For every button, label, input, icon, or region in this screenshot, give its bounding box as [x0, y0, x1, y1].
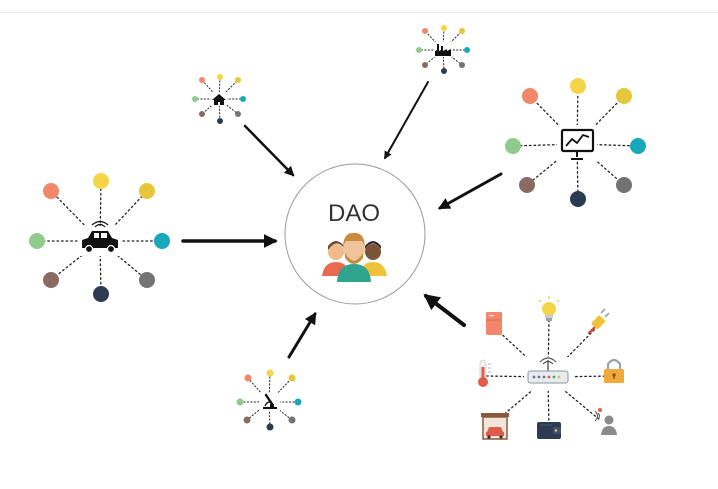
padlock-icon — [604, 358, 624, 383]
presentation-chart-icon — [560, 128, 595, 160]
wifi-router-icon — [527, 357, 569, 384]
node-green — [29, 233, 45, 249]
hub-analytics — [505, 78, 646, 207]
hub-lab — [236, 369, 302, 431]
node-brown — [43, 272, 59, 288]
thermometer-icon — [478, 359, 491, 387]
node-yellow — [93, 173, 109, 189]
node-gray — [139, 272, 155, 288]
refrigerator-icon — [486, 312, 502, 335]
arrow-home-to-dao — [243, 124, 295, 177]
light-bulb-icon — [538, 296, 560, 321]
home-icon — [212, 94, 226, 105]
people-group-icon — [322, 232, 387, 282]
node-salmon — [43, 183, 59, 199]
voice-assistant-icon — [594, 408, 617, 435]
hub-factory — [416, 25, 470, 74]
arrow-analytics-to-dao — [437, 172, 503, 210]
factory-icon — [435, 44, 451, 56]
dao-node: DAO — [284, 163, 426, 305]
plug-icon — [587, 308, 610, 335]
hub-car — [29, 173, 170, 302]
hub-home — [192, 74, 246, 124]
arrow-factory-to-dao — [384, 81, 429, 160]
wallet-icon — [537, 422, 561, 439]
microscope-icon — [263, 393, 277, 409]
garage-icon — [481, 413, 509, 440]
hub-iot — [478, 296, 624, 440]
connected-car-icon — [82, 220, 118, 254]
node-navy — [93, 286, 109, 302]
dao-label: DAO — [328, 200, 380, 227]
node-teal — [154, 233, 170, 249]
top-divider — [0, 12, 718, 13]
node-mustard — [139, 183, 155, 199]
arrow-iot-to-dao — [423, 294, 466, 327]
arrow-lab-to-dao — [287, 311, 317, 359]
